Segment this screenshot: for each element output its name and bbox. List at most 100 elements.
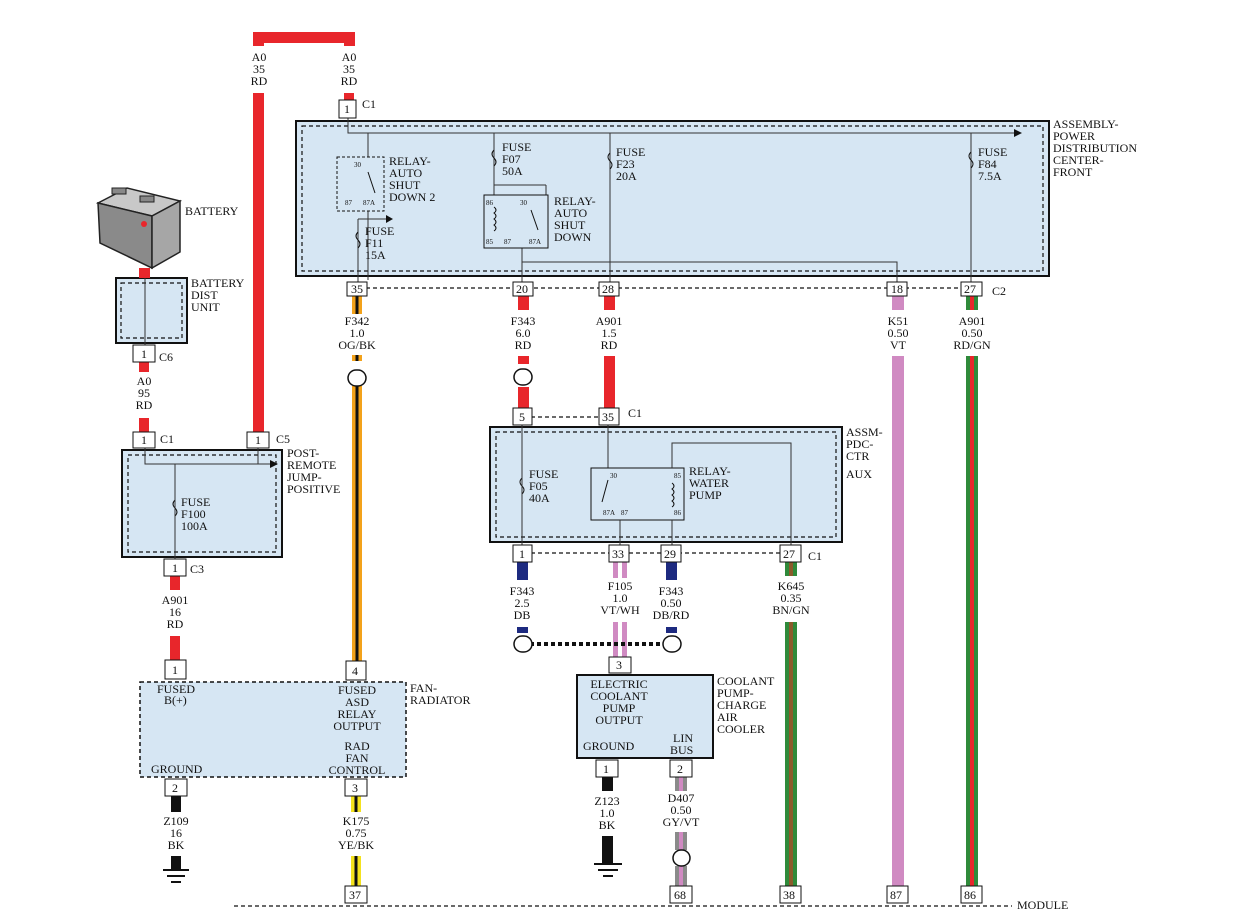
pin-label: 1 [172,561,178,575]
connector-dash-lines [366,287,962,554]
svg-text:PDC-: PDC- [846,437,873,451]
terminal-c3-1: 1 [163,558,187,577]
pin-label: 1 [172,663,178,677]
connector-label: C1 [628,406,642,420]
pump-internal-labels: ELECTRIC COOLANT PUMP OUTPUT GROUND LIN … [583,677,693,757]
svg-text:LIN: LIN [673,731,693,745]
svg-text:COOLANT: COOLANT [717,674,775,688]
relay-water-pump-label: RELAY- WATER PUMP [689,464,731,502]
terminal-aux-5: 5 [512,407,533,426]
svg-text:BK: BK [168,838,185,852]
wire-a901-15-rd [604,296,615,408]
wire-k51-vt [892,296,904,886]
svg-text:RD: RD [167,617,184,631]
wire-f343-db-rd [666,562,677,633]
svg-text:87A: 87A [529,238,541,246]
svg-text:87: 87 [345,199,353,207]
pin-label: 3 [352,781,358,795]
svg-text:SHUT: SHUT [554,218,586,232]
terminal-pump-3: 3 [608,656,632,674]
svg-text:K175: K175 [343,814,370,828]
svg-text:30: 30 [354,161,362,169]
pin-label: 1 [255,433,261,447]
svg-text:86: 86 [486,199,494,207]
svg-text:RAD: RAD [344,739,370,753]
svg-text:85: 85 [486,238,494,246]
svg-text:F100: F100 [181,507,206,521]
terminal-28: 28 [598,281,620,297]
wire-k175-ye-bk [351,796,361,886]
battery-dist-box [115,277,188,344]
svg-text:AIR: AIR [717,710,738,724]
svg-text:1.5: 1.5 [602,326,617,340]
wire-label-k645: K645 0.35 BN/GN [772,579,810,617]
svg-text:FUSE: FUSE [502,140,531,154]
connector-label: C6 [159,350,173,364]
terminal-aux-27: 27 [779,544,802,563]
pin-label: 28 [602,282,614,296]
coolant-pump-box [576,674,714,759]
wire-label-z109: Z109 16 BK [163,814,188,852]
terminal-fan-4: 4 [345,660,367,681]
svg-text:WATER: WATER [689,476,729,490]
svg-text:FUSE: FUSE [181,495,210,509]
pin-label: 1 [141,347,147,361]
terminal-module-86: 86 [960,885,983,904]
svg-text:UNIT: UNIT [191,300,220,314]
terminal-aux-33: 33 [608,544,630,563]
svg-text:F84: F84 [978,157,997,171]
post-remote-internal [144,448,278,559]
svg-text:CENTER-: CENTER- [1053,153,1104,167]
pin-label: 18 [891,282,903,296]
wire-a901-050-rd-gn [966,296,978,886]
svg-text:AUTO: AUTO [554,206,587,220]
svg-text:GROUND: GROUND [151,762,203,776]
svg-text:RD: RD [136,398,153,412]
svg-text:1.0: 1.0 [350,326,365,340]
svg-text:OUTPUT: OUTPUT [595,713,643,727]
svg-text:FAN: FAN [345,751,368,765]
connector-label: C1 [808,549,822,563]
terminal-aux-35: 35 [598,407,620,426]
svg-text:DOWN 2: DOWN 2 [389,190,435,204]
svg-text:AUX: AUX [846,467,872,481]
pdc-front-label: ASSEMBLY- POWER DISTRIBUTION CENTER- FRO… [1053,117,1137,179]
svg-text:K645: K645 [778,579,805,593]
svg-text:OUTPUT: OUTPUT [333,719,381,733]
terminal-module-37: 37 [344,885,368,904]
wire-label-a0-35-right: A0 35 RD [341,50,358,88]
fan-radiator-box [139,681,407,778]
fuse-f84-label: FUSE F84 7.5A [978,145,1007,183]
svg-text:VT: VT [890,338,907,352]
svg-text:RD: RD [601,338,618,352]
svg-text:2.5: 2.5 [515,596,530,610]
svg-text:OG/BK: OG/BK [338,338,376,352]
fuse-f100-label: FUSE F100 100A [181,495,210,533]
svg-text:RELAY-: RELAY- [689,464,731,478]
svg-text:PUMP-: PUMP- [717,686,754,700]
svg-text:F343: F343 [510,584,535,598]
pin-label: 2 [172,781,178,795]
svg-text:A901: A901 [162,593,189,607]
svg-text:POSITIVE: POSITIVE [287,482,340,496]
svg-text:A0: A0 [342,50,357,64]
svg-text:FAN-: FAN- [410,681,437,695]
wire-label-k51: K51 0.50 VT [888,314,909,352]
svg-text:FUSED: FUSED [338,683,376,697]
svg-text:FUSE: FUSE [365,224,394,238]
pdc-aux-box [489,426,843,543]
svg-text:95: 95 [138,386,150,400]
terminal-35: 35 [346,281,368,297]
svg-text:F07: F07 [502,152,521,166]
wire-label-a901-15: A901 1.5 RD [596,314,623,352]
svg-text:DOWN: DOWN [554,230,592,244]
svg-text:RELAY-: RELAY- [389,154,431,168]
battery-icon [95,187,183,270]
connector-label: C5 [276,432,290,446]
svg-text:F342: F342 [345,314,370,328]
wire-label-a0-35-left: A0 35 RD [251,50,268,88]
svg-text:1.0: 1.0 [613,591,628,605]
pin-label: 87 [890,888,902,902]
terminal-pdc-c1-1: 1 [338,99,357,119]
pin-label: 27 [783,547,795,561]
